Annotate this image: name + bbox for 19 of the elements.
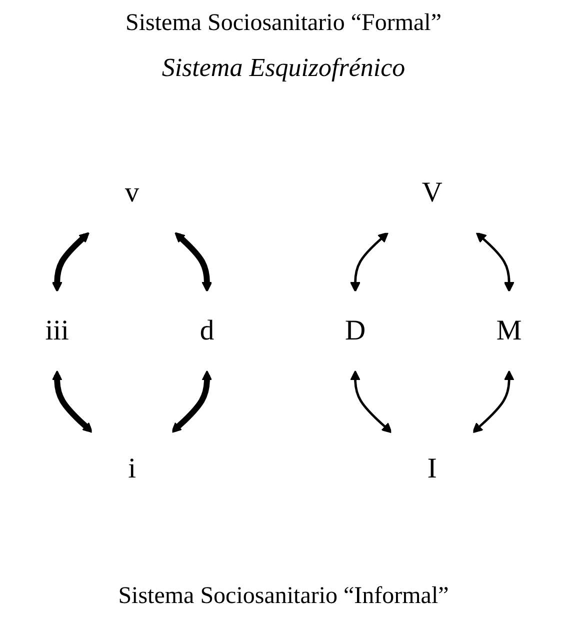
node-text: i xyxy=(128,454,136,484)
arrow xyxy=(52,370,93,433)
caption: Sistema Sociosanitario “Informal” xyxy=(118,583,449,610)
node-text: I xyxy=(427,454,437,484)
node-text: iii xyxy=(45,316,70,346)
node-text: D xyxy=(344,316,366,346)
arrow xyxy=(350,232,389,292)
arrow xyxy=(52,232,90,292)
arrow xyxy=(350,370,392,434)
arrow xyxy=(171,370,212,433)
center-label: Sistema Esquizofrénico xyxy=(162,53,406,83)
arrow xyxy=(174,232,212,292)
title: Sistema Sociosanitario “Formal” xyxy=(126,10,442,37)
node-text: v xyxy=(124,178,140,208)
arrow xyxy=(472,370,514,434)
node-text: M xyxy=(496,316,522,346)
arrow xyxy=(476,232,514,292)
node-text: d xyxy=(200,316,214,346)
node-text: V xyxy=(422,178,442,208)
